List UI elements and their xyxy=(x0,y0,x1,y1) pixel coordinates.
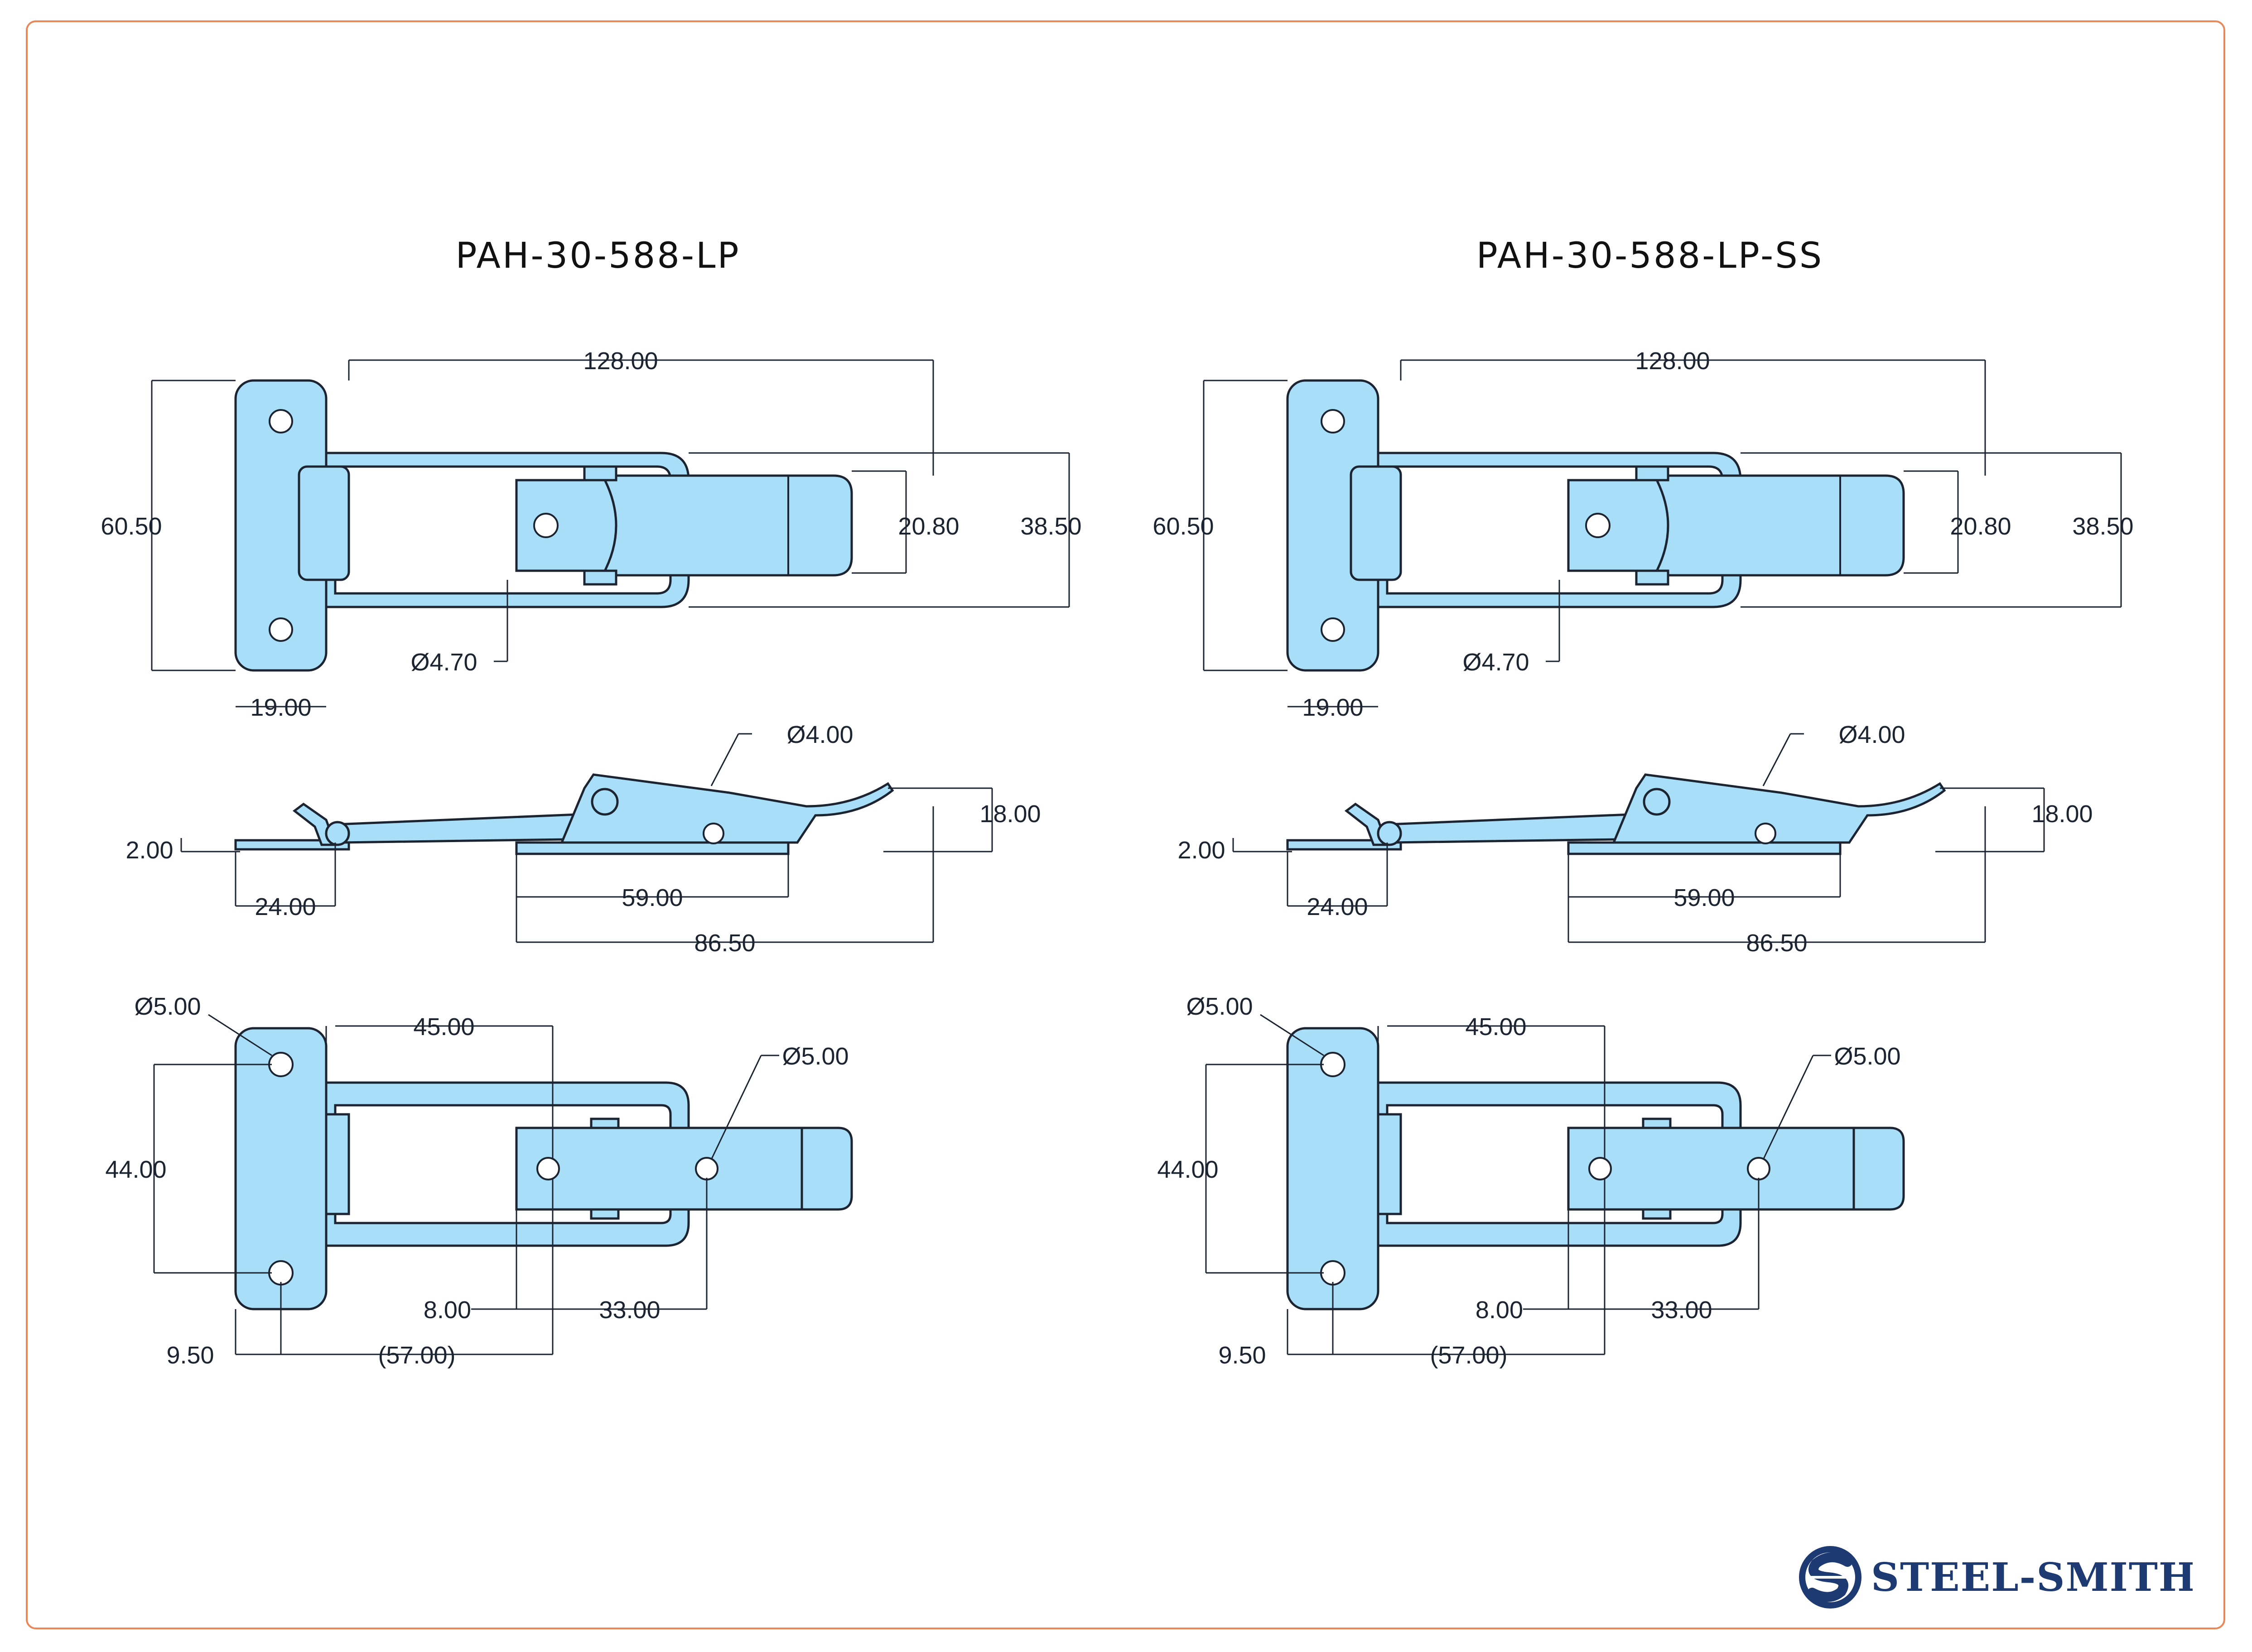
brand-logo: STEEL-SMITH xyxy=(1794,1536,2195,1617)
dim-label-side-height: 18.00 xyxy=(2031,800,2093,828)
side-view xyxy=(1286,773,1946,855)
side-view xyxy=(234,773,894,855)
dim-label-outer-height: 38.50 xyxy=(2072,513,2133,540)
steel-smith-s-icon xyxy=(1799,1546,1861,1609)
dim-label-catch-hole: Ø5.00 xyxy=(1834,1043,1900,1070)
dim-label-hole: Ø4.70 xyxy=(1462,649,1529,676)
bottom-view xyxy=(234,1027,853,1310)
dim-label-hook-len: 24.00 xyxy=(1307,893,1368,920)
dim-label-hole: Ø4.70 xyxy=(410,649,477,676)
dimension-lines xyxy=(1203,359,2122,1355)
dim-label-base-len: 59.00 xyxy=(622,884,683,911)
dim-label-latch-len: 86.50 xyxy=(694,930,755,957)
dim-label-outer-height: 38.50 xyxy=(1020,513,1081,540)
dim-label-thickness: 2.00 xyxy=(1177,837,1225,864)
dim-label-plate-width: 19.00 xyxy=(250,694,311,721)
dim-label-pin-hole: Ø4.00 xyxy=(1838,721,1905,748)
dim-label-edge-offset: 9.50 xyxy=(166,1342,214,1369)
dim-label-inner-height: 20.80 xyxy=(898,513,959,540)
dim-label-thickness: 2.00 xyxy=(125,837,173,864)
dim-label-plate-width: 19.00 xyxy=(1302,694,1363,721)
top-view xyxy=(1286,379,1905,672)
dim-label-top-offset: 45.00 xyxy=(413,1013,474,1040)
dim-label-top-offset: 45.00 xyxy=(1465,1013,1526,1040)
dim-label-side-height: 18.00 xyxy=(979,800,1041,828)
dim-label-pin-hole: Ø4.00 xyxy=(786,721,853,748)
dim-label-hook-len: 24.00 xyxy=(255,893,316,920)
dim-label-edge-small: 8.00 xyxy=(1476,1296,1523,1324)
dim-label-overall-height: 60.50 xyxy=(1153,513,1214,540)
dim-label-base-len: 59.00 xyxy=(1673,884,1735,911)
bottom-view xyxy=(1286,1027,1905,1310)
part-title-left: PAH-30-588-LP xyxy=(455,236,741,276)
dim-label-length: 128.00 xyxy=(583,347,658,375)
dim-label-hole-spacing: 44.00 xyxy=(1157,1156,1218,1183)
logo-text: STEEL-SMITH xyxy=(1871,1555,2193,1600)
dimension-lines xyxy=(151,359,1070,1355)
dim-label-latch-len: 86.50 xyxy=(1746,930,1807,957)
dim-label-catch-hole: Ø5.00 xyxy=(782,1043,849,1070)
dim-label-mount-hole: Ø5.00 xyxy=(134,993,201,1020)
dim-label-length: 128.00 xyxy=(1635,347,1710,375)
dim-label-edge-offset: 9.50 xyxy=(1218,1342,1266,1369)
dim-label-overall-height: 60.50 xyxy=(101,513,162,540)
dim-label-inner-height: 20.80 xyxy=(1950,513,2011,540)
top-view xyxy=(234,379,853,672)
dim-label-edge-small: 8.00 xyxy=(424,1296,471,1324)
dim-label-mount-hole: Ø5.00 xyxy=(1186,993,1253,1020)
dim-label-catch-spacing: 33.00 xyxy=(1651,1296,1712,1324)
dim-label-total-ref: (57.00) xyxy=(378,1342,455,1369)
dim-label-catch-spacing: 33.00 xyxy=(599,1296,660,1324)
dim-label-hole-spacing: 44.00 xyxy=(105,1156,166,1183)
part-title-right: PAH-30-588-LP-SS xyxy=(1476,236,1824,276)
dim-label-total-ref: (57.00) xyxy=(1430,1342,1507,1369)
